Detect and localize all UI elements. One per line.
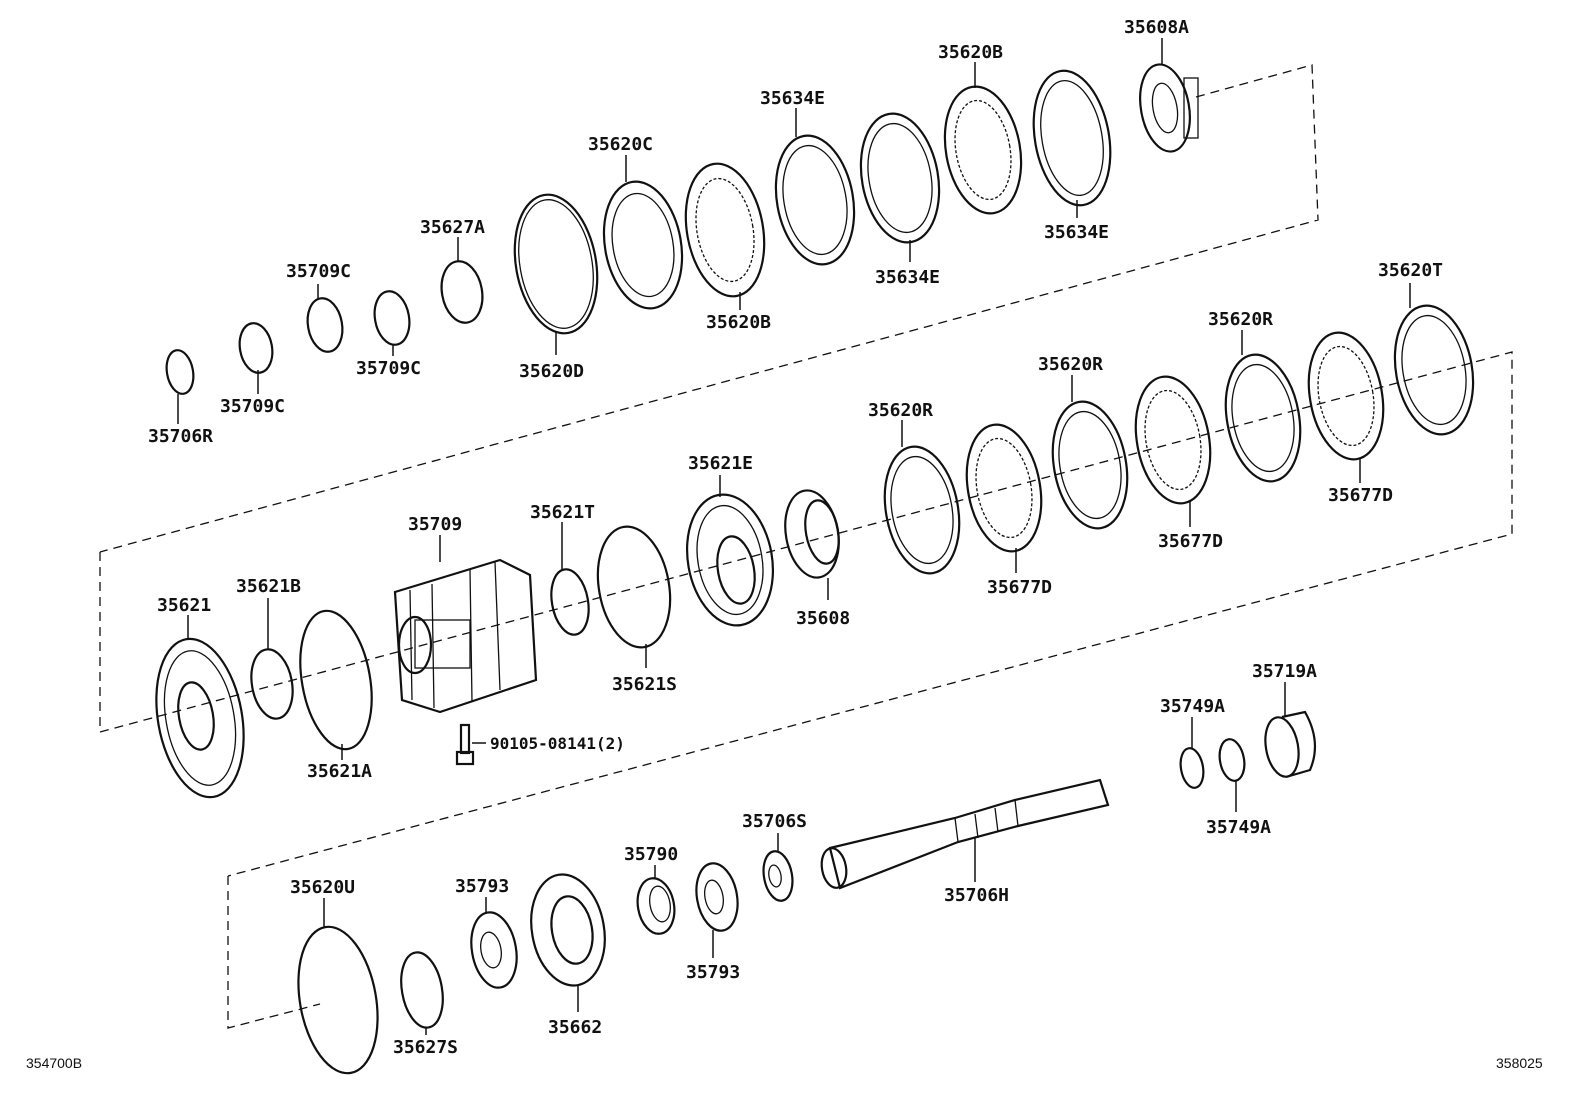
label-35793-a: 35793: [455, 876, 509, 897]
part-35608: [784, 489, 840, 600]
part-35634E-right: [1032, 69, 1112, 218]
label-35709C-b: 35709C: [356, 358, 421, 379]
part-35662: [530, 873, 606, 1012]
label-35749A-b: 35749A: [1206, 817, 1271, 838]
part-35677D-b: [1134, 375, 1212, 527]
label-35709C-a: 35709C: [286, 261, 351, 282]
label-35709: 35709: [408, 514, 462, 535]
part-35620T: [1393, 283, 1475, 436]
part-35706S: [762, 833, 794, 902]
part-35621B: [250, 598, 294, 720]
part-35793-a: [470, 897, 518, 989]
label-35620B-top: 35620B: [938, 42, 1003, 63]
label-35621S: 35621S: [612, 674, 677, 695]
label-35620R-c: 35620R: [868, 400, 933, 421]
part-35749A-a: [1179, 717, 1205, 789]
label-35793-b: 35793: [686, 962, 740, 983]
label-35621A: 35621A: [307, 761, 372, 782]
part-35620D: [513, 193, 599, 355]
part-35627S: [400, 951, 444, 1035]
part-35709: [393, 535, 538, 714]
label-35621B: 35621B: [236, 576, 301, 597]
part-35620R-b: [1051, 375, 1129, 530]
label-35706S: 35706S: [742, 811, 807, 832]
part-35793-b: [695, 862, 739, 958]
label-35621: 35621: [157, 595, 211, 616]
label-35634E-top: 35634E: [760, 88, 825, 109]
label-35706H: 35706H: [944, 885, 1009, 906]
group-frame-middle: [99, 351, 1513, 877]
label-35621T: 35621T: [530, 502, 595, 523]
part-bolt-90105: [455, 723, 486, 766]
label-35749A-a: 35749A: [1160, 696, 1225, 717]
part-35677D-c: [1307, 331, 1385, 483]
part-35621A: [299, 609, 373, 760]
label-35608: 35608: [796, 608, 850, 629]
label-35620U: 35620U: [290, 877, 355, 898]
label-bolt-90105: 90105-08141(2): [490, 734, 625, 753]
part-35620B-top: [943, 62, 1023, 215]
part-35706R: [165, 349, 195, 424]
part-35749A-b: [1218, 738, 1246, 812]
label-35627A: 35627A: [420, 217, 485, 238]
part-35709C-b: [306, 284, 344, 353]
label-35608A: 35608A: [1124, 17, 1189, 38]
part-35634E-mid: [774, 108, 856, 266]
label-35620R-b: 35620R: [1038, 354, 1103, 375]
part-35706H: [820, 778, 1110, 890]
ref-code-right: 358025: [1496, 1055, 1543, 1071]
part-35677D-a: [965, 423, 1043, 573]
label-35621E: 35621E: [688, 453, 753, 474]
label-35709C-c: 35709C: [220, 396, 285, 417]
part-35790: [636, 865, 676, 935]
part-35634E-b: [859, 112, 941, 262]
label-35719A: 35719A: [1252, 661, 1317, 682]
part-35621S: [596, 525, 672, 668]
part-35709C-a: [238, 322, 274, 394]
label-35627S: 35627S: [393, 1037, 458, 1058]
part-35620R-a: [883, 420, 961, 575]
part-35621T: [550, 522, 590, 636]
label-35620R-a: 35620R: [1208, 309, 1273, 330]
label-35706R: 35706R: [148, 426, 213, 447]
part-35620C: [602, 155, 684, 310]
label-35620D: 35620D: [519, 361, 584, 382]
part-35620R-c: [1224, 330, 1302, 483]
part-35620U: [297, 898, 379, 1075]
label-35620C: 35620C: [588, 134, 653, 155]
label-35620B-low: 35620B: [706, 312, 771, 333]
label-35634E-mid: 35634E: [875, 267, 940, 288]
part-35709C-c: [373, 290, 411, 356]
label-35677D-b: 35677D: [1158, 531, 1223, 552]
group-frame-top: [99, 64, 1319, 553]
label-35620T: 35620T: [1378, 260, 1443, 281]
part-35621E: [685, 475, 775, 627]
part-35719A: [1264, 682, 1317, 779]
ref-code-left: 354700B: [26, 1055, 82, 1071]
label-35662: 35662: [548, 1017, 602, 1038]
label-35790: 35790: [624, 844, 678, 865]
part-35627A: [440, 237, 484, 324]
label-35634E-right: 35634E: [1044, 222, 1109, 243]
part-35620B-low: [684, 162, 766, 310]
label-35677D-a: 35677D: [1328, 485, 1393, 506]
part-35621: [155, 615, 245, 799]
label-35677D-c: 35677D: [987, 577, 1052, 598]
group-frame-bottom: [227, 876, 321, 1029]
part-35608A: [1139, 38, 1199, 153]
